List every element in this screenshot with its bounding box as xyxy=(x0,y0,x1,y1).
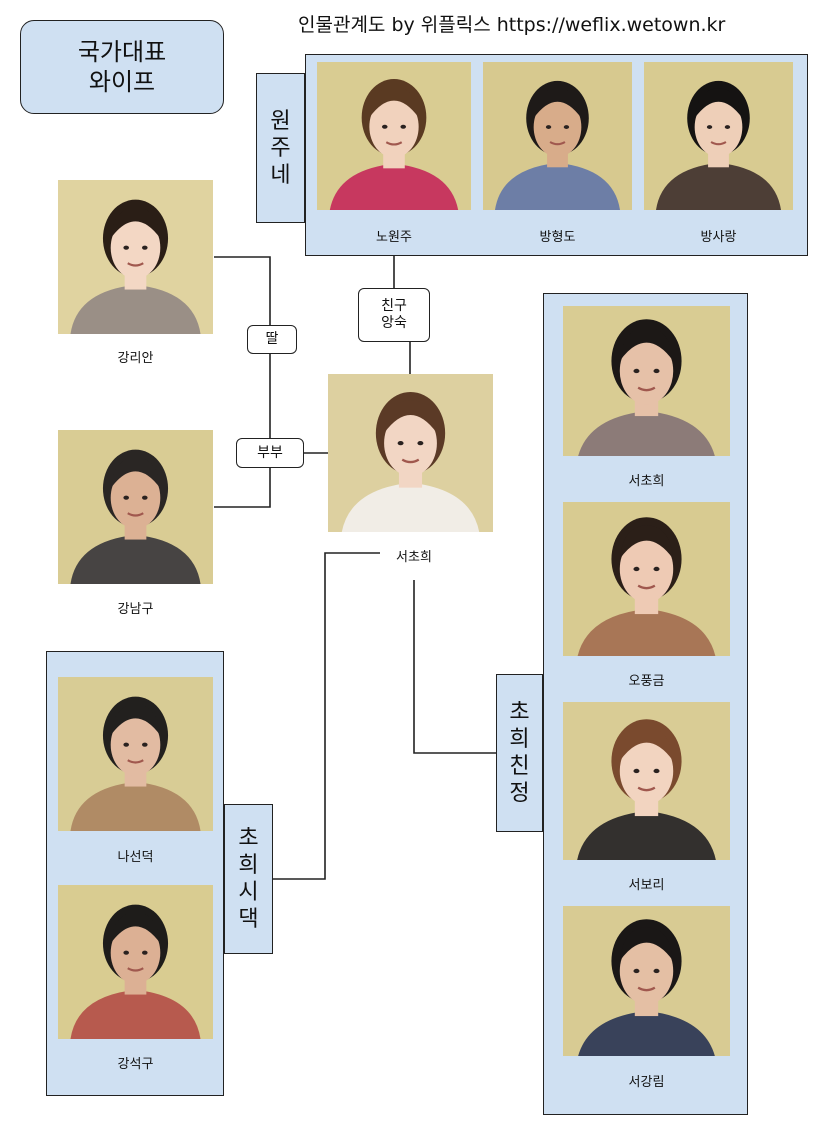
portrait-illustration xyxy=(563,702,730,860)
wonju-family-label-text: 원 주 네 xyxy=(270,108,291,188)
line-daughter xyxy=(214,256,271,325)
name-seo-bori: 서보리 xyxy=(628,878,665,893)
portrait-illustration xyxy=(563,306,730,456)
photo-bang-hyungdo xyxy=(483,62,632,210)
name-noh-wonju: 노원주 xyxy=(376,230,412,245)
portrait-illustration xyxy=(58,885,213,1039)
photo-bang-sarang xyxy=(644,62,793,210)
wonju-family-label: 원 주 네 xyxy=(256,73,305,223)
photo-kang-rian xyxy=(58,180,213,334)
relation-daughter: 딸 xyxy=(247,325,297,354)
portrait-illustration xyxy=(58,180,213,334)
photo-seo-chohui-right xyxy=(563,306,730,456)
sidaek-family-label-text: 초 희 시 댁 xyxy=(238,826,259,932)
portrait-illustration xyxy=(644,62,793,210)
photo-noh-wonju xyxy=(317,62,471,210)
relation-daughter-text: 딸 xyxy=(265,331,279,347)
photo-seo-ganglim xyxy=(563,906,730,1056)
portrait-illustration xyxy=(58,677,213,831)
name-oh-punggeum: 오풍금 xyxy=(628,674,665,689)
name-seo-ganglim: 서강림 xyxy=(628,1075,665,1090)
relation-friend-rival: 친구 앙숙 xyxy=(358,288,430,342)
name-seo-chohui-right: 서초희 xyxy=(628,474,665,489)
photo-kang-namgu xyxy=(58,430,213,584)
name-na-seondeok: 나선덕 xyxy=(117,850,154,865)
portrait-illustration xyxy=(58,430,213,584)
sidaek-family-label: 초 희 시 댁 xyxy=(224,804,273,954)
name-seo-chohui-center: 서초희 xyxy=(380,546,448,565)
portrait-illustration xyxy=(563,502,730,656)
chinjeong-family-label-text: 초 희 친 정 xyxy=(509,700,530,806)
chinjeong-family-label: 초 희 친 정 xyxy=(496,674,543,832)
portrait-illustration xyxy=(483,62,632,210)
line-namgu xyxy=(214,468,271,508)
relation-couple: 부부 xyxy=(236,438,304,468)
drama-title: 국가대표 와이프 xyxy=(77,38,167,96)
photo-seo-bori xyxy=(563,702,730,860)
name-kang-namgu: 강남구 xyxy=(117,602,154,617)
photo-kang-seokgu xyxy=(58,885,213,1039)
name-kang-rian: 강리안 xyxy=(117,351,154,366)
credit-text: 인물관계도 by 위플릭스 https://weflix.wetown.kr xyxy=(298,14,726,36)
relation-friend-rival-text: 친구 앙숙 xyxy=(381,298,407,331)
relation-couple-text: 부부 xyxy=(257,444,283,461)
photo-oh-punggeum xyxy=(563,502,730,656)
line-chinjeong xyxy=(413,580,496,754)
portrait-illustration xyxy=(328,374,493,532)
portrait-illustration xyxy=(563,906,730,1056)
name-bang-sarang: 방사랑 xyxy=(700,230,737,245)
photo-na-seondeok xyxy=(58,677,213,831)
drama-title-box: 국가대표 와이프 xyxy=(20,20,224,114)
line-sidaek xyxy=(272,552,380,880)
name-kang-seokgu: 강석구 xyxy=(117,1057,154,1072)
name-bang-hyungdo: 방형도 xyxy=(539,230,576,245)
portrait-illustration xyxy=(317,62,471,210)
photo-seo-chohui-center xyxy=(328,374,493,532)
